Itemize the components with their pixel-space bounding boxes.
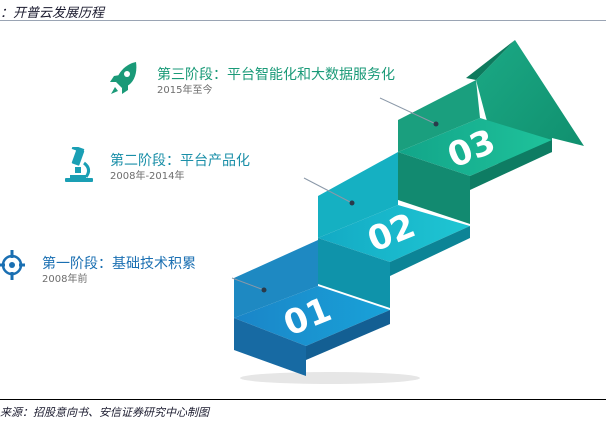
step-3-riser [398, 80, 480, 152]
stage-1-title: 第一阶段：基础技术积累 [42, 256, 196, 272]
step-1-riser [234, 240, 318, 318]
stage-2-period: 2008年-2014年 [110, 171, 185, 182]
target-icon [0, 250, 25, 280]
stage-1-period: 2008年前 [42, 274, 88, 285]
stage-1-label: 第一阶段：基础技术积累 2008年前 [42, 255, 196, 286]
leader-dot-1 [261, 287, 267, 293]
stage-3-title: 第三阶段：平台智能化和大数据服务化 [157, 67, 395, 83]
source-note: 来源：招股意向书、安信证券研究中心制图 [0, 406, 209, 419]
leader-dot-2 [349, 200, 355, 206]
step-2-front [318, 238, 390, 308]
leader-line-3 [379, 97, 437, 125]
stage-3-label: 第三阶段：平台智能化和大数据服务化 2015年至今 [157, 66, 395, 97]
leader-line-2 [303, 177, 353, 204]
leader-line-1 [231, 277, 265, 291]
step-3-side [470, 140, 552, 190]
stair-shadow [240, 372, 420, 384]
page-header: ：开普云发展历程 [0, 6, 105, 21]
stage-2-label: 第二阶段：平台产品化 2008年-2014年 [110, 152, 250, 183]
stage-3-period: 2015年至今 [157, 85, 213, 96]
microscope-icon [65, 147, 93, 182]
header-divider [0, 20, 606, 21]
leader-dot-3 [433, 121, 439, 127]
step-2-top [318, 205, 470, 262]
step-3-top [398, 118, 552, 176]
step-1-side [306, 310, 390, 360]
step-3-front [398, 152, 470, 224]
rocket-icon [110, 62, 137, 94]
step-2-side [390, 226, 470, 276]
arrow-head-edge [466, 40, 515, 80]
step-1-front [234, 318, 306, 376]
footer-divider [0, 399, 606, 400]
staircase-diagram: 01 02 03 [231, 40, 584, 384]
step-1-top [234, 286, 390, 346]
stage-2-title: 第二阶段：平台产品化 [110, 153, 250, 169]
step-2-riser [318, 152, 398, 238]
